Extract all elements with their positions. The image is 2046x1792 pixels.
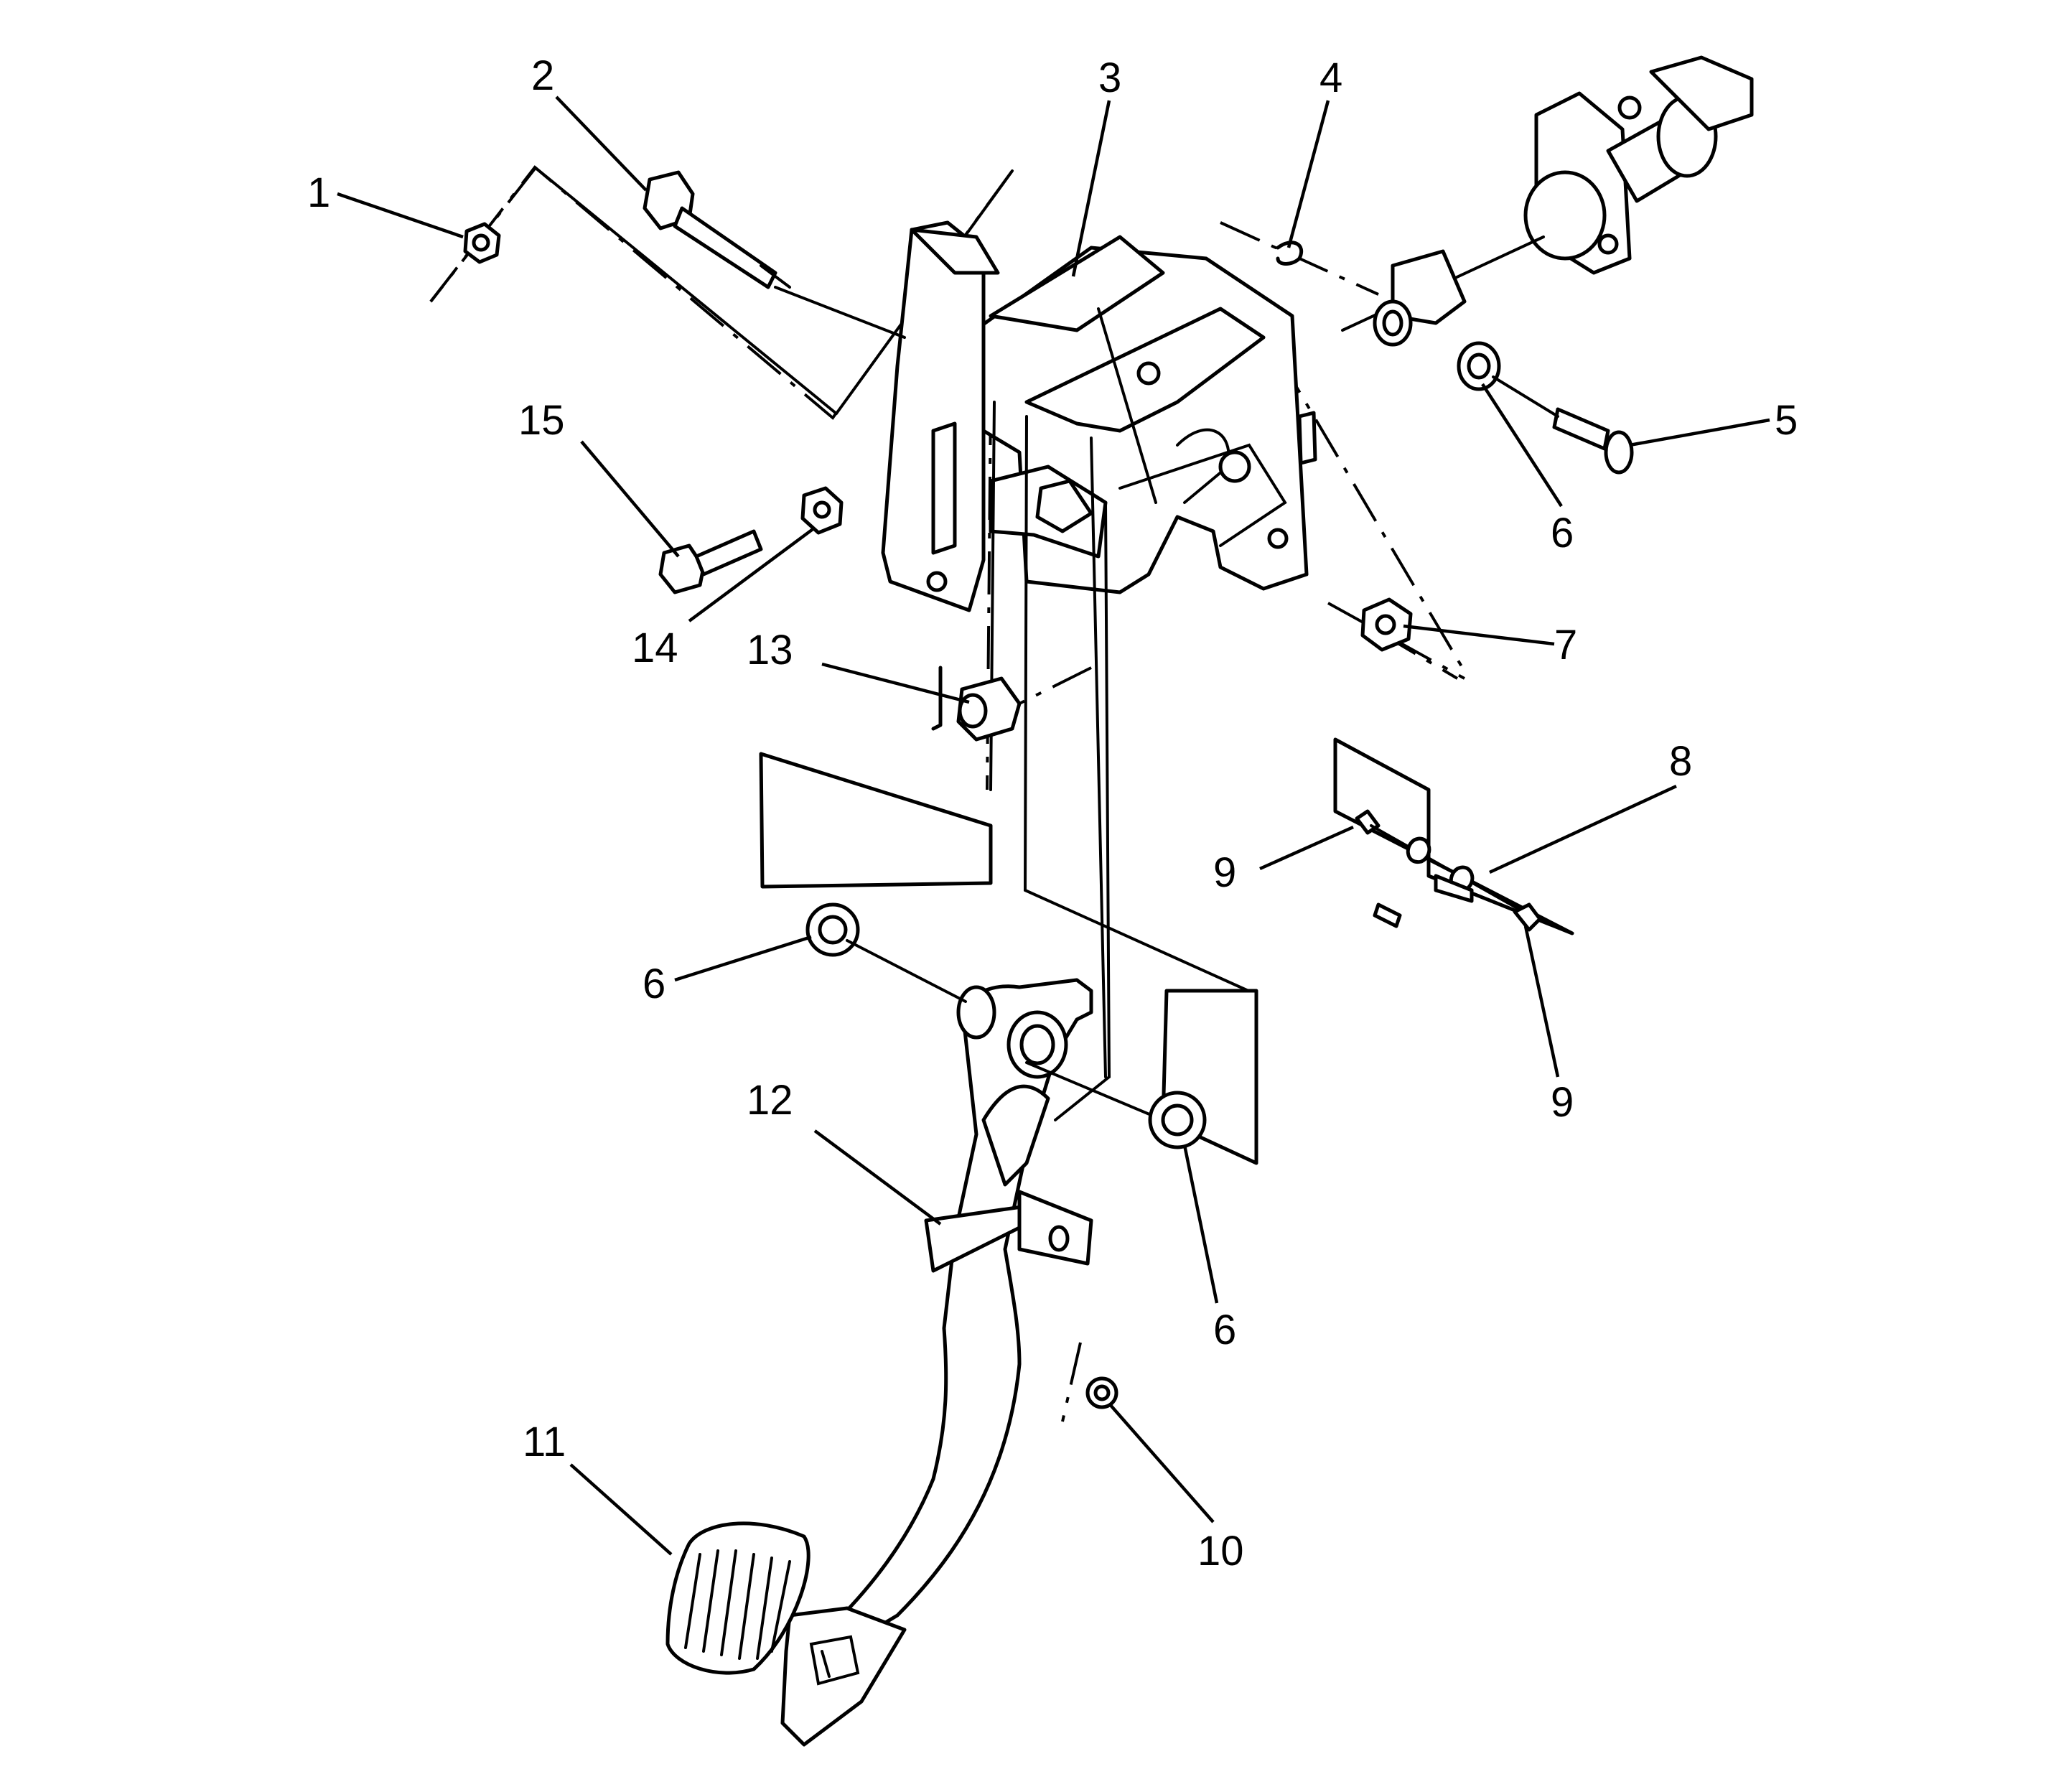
callout-13: 13 xyxy=(747,627,793,673)
reference-planes xyxy=(759,666,1574,1165)
pedal-pad-mount xyxy=(780,1606,907,1747)
clutch-master-cylinder xyxy=(1341,55,1754,347)
pedal-bracket xyxy=(953,235,1317,1078)
callout-2: 2 xyxy=(531,52,554,99)
callout-9-right: 9 xyxy=(1551,1079,1574,1126)
leader-lines xyxy=(337,95,1770,1556)
callout-11: 11 xyxy=(523,1419,566,1465)
callout-6-lower: 6 xyxy=(1213,1307,1236,1353)
nut-7 xyxy=(1360,597,1413,652)
bushing-6-left xyxy=(805,902,967,1003)
callout-15: 15 xyxy=(518,397,565,444)
bolt-2 xyxy=(643,170,906,339)
callout-6-left: 6 xyxy=(643,961,665,1007)
callout-1: 1 xyxy=(307,169,330,216)
callout-10: 10 xyxy=(1197,1528,1244,1574)
callout-4: 4 xyxy=(1319,55,1342,101)
callout-12: 12 xyxy=(747,1077,793,1124)
callout-14: 14 xyxy=(632,625,678,671)
clutch-pedal-arm xyxy=(802,978,1164,1661)
spring-8 xyxy=(1355,809,1542,932)
bushing-6-upper xyxy=(1457,341,1559,418)
roll-pin xyxy=(1373,902,1402,928)
callout-7: 7 xyxy=(1554,622,1577,668)
nut-1 xyxy=(463,222,501,264)
pedal-pad-11 xyxy=(665,1521,811,1675)
nut-10 xyxy=(1085,1376,1118,1409)
callout-6-upper: 6 xyxy=(1551,510,1574,556)
bracket-side-plate xyxy=(881,220,1000,612)
bushing-6-right xyxy=(1148,1091,1207,1149)
bolt-15 xyxy=(658,529,763,594)
callout-5: 5 xyxy=(1775,397,1798,444)
callout-3: 3 xyxy=(1098,55,1121,101)
callout-9-left: 9 xyxy=(1213,849,1236,896)
nut-14 xyxy=(800,486,844,535)
callout-8: 8 xyxy=(1669,738,1692,785)
callout-labels: 1 2 3 4 5 6 7 8 9 9 6 6 10 11 12 13 14 1… xyxy=(307,52,1798,1574)
bushing-13 xyxy=(956,676,1022,742)
pin-5 xyxy=(1552,407,1634,475)
bracket-rails xyxy=(989,401,1258,1121)
